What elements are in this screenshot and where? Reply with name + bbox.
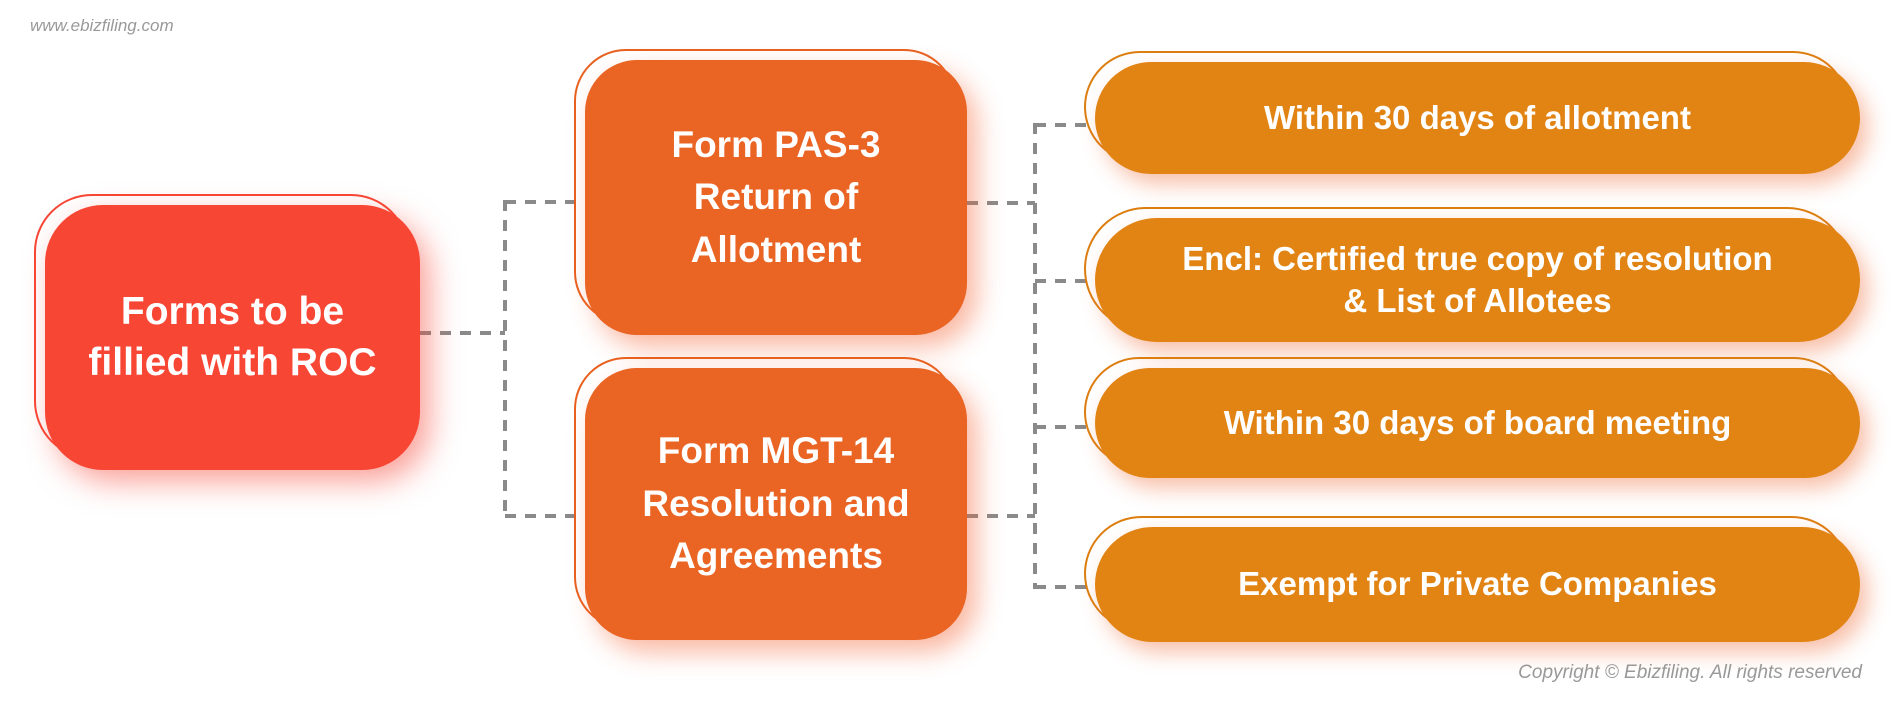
connector-branch1-left-stub [505,200,585,204]
root-node: Forms to be fillied with ROC [34,194,420,470]
leaf-node-private-exemption: Exempt for Private Companies [1084,516,1860,642]
connector-leaf1-stub [1035,123,1095,127]
root-node-label: Forms to be fillied with ROC [88,289,377,384]
watermark-text: www.ebizfiling.com [30,16,174,35]
connector-branch2-right-stub [967,514,1035,518]
leaf3-box: Within 30 days of board meeting [1095,368,1860,478]
branch-node-pas3: Form PAS-3 Return of Allotment [574,49,967,335]
leaf2-label: Encl: Certified true copy of resolution … [1182,239,1773,319]
connector-leaf2-stub [1035,279,1095,283]
branch-pas3-box: Form PAS-3 Return of Allotment [585,60,967,335]
leaf-node-allotment-deadline: Within 30 days of allotment [1084,51,1860,174]
connector-right-trunk [1033,123,1037,589]
leaf2-box: Encl: Certified true copy of resolution … [1095,218,1860,342]
leaf1-box: Within 30 days of allotment [1095,62,1860,174]
connector-branch2-left-stub [505,514,585,518]
connector-leaf3-stub [1035,425,1095,429]
copyright-text: Copyright © Ebizfiling. All rights reser… [1518,662,1862,683]
branch-mgt14-box: Form MGT-14 Resolution and Agreements [585,368,967,640]
leaf-node-board-meeting-deadline: Within 30 days of board meeting [1084,357,1860,478]
branch-node-mgt14: Form MGT-14 Resolution and Agreements [574,357,967,640]
connector-branch1-right-stub [967,201,1035,205]
branch-mgt14-label: Form MGT-14 Resolution and Agreements [642,430,910,577]
connector-left-trunk [503,200,507,518]
connector-root-stub [420,331,505,335]
root-node-box: Forms to be fillied with ROC [45,205,420,470]
leaf1-label: Within 30 days of allotment [1264,98,1691,136]
leaf-node-enclosures: Encl: Certified true copy of resolution … [1084,207,1860,342]
leaf4-box: Exempt for Private Companies [1095,527,1860,642]
leaf3-label: Within 30 days of board meeting [1223,403,1732,441]
connector-leaf4-stub [1035,585,1095,589]
leaf4-label: Exempt for Private Companies [1238,565,1717,603]
branch-pas3-label: Form PAS-3 Return of Allotment [671,123,881,270]
